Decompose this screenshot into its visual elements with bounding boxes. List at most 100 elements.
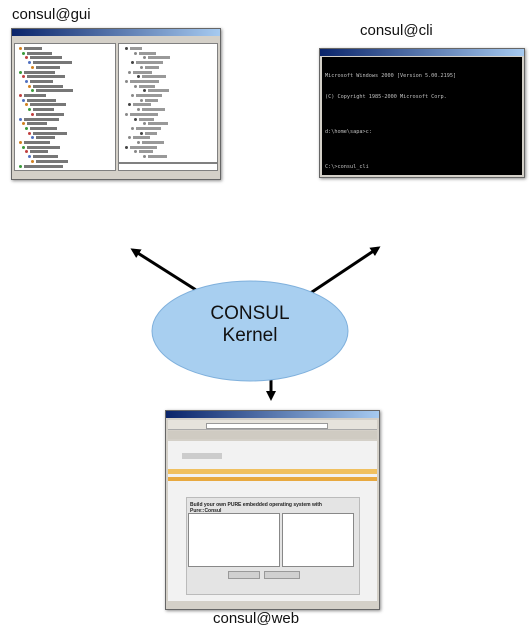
web-build-button	[228, 571, 260, 579]
gui-tree-node-icon	[22, 51, 25, 55]
gui-tree-node-text	[24, 94, 46, 97]
gui-tree-node-icon	[31, 65, 34, 69]
gui-tree-node-icon	[28, 84, 31, 88]
web-logo	[182, 453, 222, 459]
gui-detail-node-text	[145, 98, 158, 102]
gui-tree-node-icon	[28, 108, 31, 112]
web-address-bar	[206, 423, 328, 429]
gui-detail-node-icon	[134, 150, 137, 154]
gui-tree-node-text	[27, 98, 56, 102]
gui-tree-node-text	[27, 75, 65, 79]
gui-tree-node-text	[33, 84, 63, 88]
web-list-box	[282, 513, 354, 567]
gui-detail-node-text	[142, 108, 165, 112]
cli-caption: consul@cli	[360, 22, 433, 39]
gui-tree-node-text	[36, 89, 73, 93]
gui-tree-node-text	[27, 122, 47, 126]
gui-detail-node-text	[139, 150, 153, 154]
cli-line: d:\home\sapa>c:	[325, 129, 372, 135]
gui-screenshot	[11, 28, 221, 180]
gui-detail-node-icon	[134, 84, 137, 88]
gui-tree-node-icon	[22, 75, 25, 79]
kernel-title: CONSUL	[210, 303, 290, 324]
web-titlebar	[166, 411, 379, 418]
web-page	[168, 441, 377, 601]
gui-tree-node-icon	[19, 141, 22, 144]
web-subnav-band	[168, 477, 377, 481]
gui-tree-node-icon	[31, 159, 34, 163]
gui-detail-node-text	[133, 103, 151, 107]
gui-detail-node-icon	[143, 56, 146, 60]
gui-tree-node-icon	[28, 61, 31, 65]
gui-tree-node-text	[36, 65, 60, 69]
arrow-to-cli	[299, 246, 381, 302]
gui-tree-node-text	[30, 103, 66, 107]
gui-detail-node-text	[133, 136, 150, 140]
gui-detail-node-text	[130, 79, 159, 83]
gui-tree-node-text	[33, 131, 67, 135]
gui-tree-node-icon	[31, 89, 34, 93]
gui-detail-node-text	[148, 122, 168, 126]
gui-detail-node-icon	[137, 75, 140, 79]
web-reset-button	[264, 571, 300, 579]
kernel-ellipse	[151, 280, 349, 382]
gui-tree-node-icon	[25, 103, 28, 107]
web-tree-box	[188, 513, 280, 567]
gui-detail-node-text	[130, 47, 142, 50]
gui-detail-node-text	[142, 75, 166, 79]
gui-tree-node-icon	[19, 94, 22, 97]
gui-detail-node-icon	[128, 70, 131, 74]
gui-detail-node-icon	[125, 112, 128, 116]
gui-tree-node-text	[30, 56, 62, 60]
gui-detail-node-text	[145, 65, 159, 69]
cli-console: Microsoft Windows 2000 [Version 5.00.219…	[322, 57, 522, 175]
gui-detail-node-text	[148, 56, 170, 60]
gui-tree-node-text	[36, 112, 64, 116]
gui-tree-pane	[14, 43, 116, 171]
gui-caption: consul@gui	[12, 6, 91, 23]
gui-tree-node-text	[30, 126, 57, 130]
gui-detail-node-icon	[125, 79, 128, 83]
kernel-subtitle: Kernel	[222, 325, 278, 346]
web-heading-line1: Build your own PURE embedded operating s…	[190, 502, 322, 508]
gui-detail-node-text	[130, 145, 157, 149]
web-caption: consul@web	[213, 610, 300, 627]
gui-detail-node-text	[136, 61, 163, 65]
gui-detail-node-icon	[131, 94, 134, 97]
gui-detail-node-icon	[134, 117, 137, 121]
gui-tree-node-icon	[28, 155, 31, 159]
gui-tree-node-text	[33, 61, 72, 65]
web-screenshot: Build your own PURE embedded operating s…	[165, 410, 380, 610]
gui-detail-node-text	[130, 112, 158, 116]
gui-detail-node-text	[142, 141, 164, 144]
gui-detail-node-icon	[131, 61, 134, 65]
gui-detail-node-icon	[131, 126, 134, 130]
cli-line: (C) Copyright 1985-2000 Microsoft Corp.	[325, 94, 447, 100]
gui-tree-node-text	[24, 47, 42, 50]
web-heading-line2: Pure::Consul	[190, 508, 222, 514]
gui-detail-node-icon	[125, 47, 128, 50]
gui-tree-node-text	[24, 141, 50, 144]
gui-detail-pane	[118, 43, 218, 163]
gui-tree-node-text	[24, 117, 59, 121]
gui-detail-node-icon	[128, 136, 131, 140]
gui-detail-node-icon	[128, 103, 131, 107]
gui-tree-node-icon	[19, 47, 22, 50]
gui-tree-node-icon	[22, 98, 25, 102]
gui-detail-node-icon	[143, 122, 146, 126]
kernel-label: CONSUL Kernel	[151, 303, 349, 347]
web-tab-strip	[168, 431, 377, 439]
gui-detail-node-text	[148, 155, 167, 159]
gui-tree-node-text	[36, 159, 68, 163]
gui-detail-node-text	[148, 89, 169, 93]
gui-detail-node-icon	[140, 65, 143, 69]
gui-tree-node-icon	[25, 150, 28, 154]
gui-tree-node-text	[30, 79, 53, 83]
gui-tree-node-icon	[31, 112, 34, 116]
gui-tree-node-icon	[19, 70, 22, 74]
gui-detail-node-text	[145, 131, 157, 135]
gui-tree-node-icon	[22, 122, 25, 126]
gui-detail-node-icon	[140, 131, 143, 135]
cli-screenshot: Microsoft Windows 2000 [Version 5.00.219…	[319, 48, 525, 178]
gui-status-pane	[118, 163, 218, 171]
